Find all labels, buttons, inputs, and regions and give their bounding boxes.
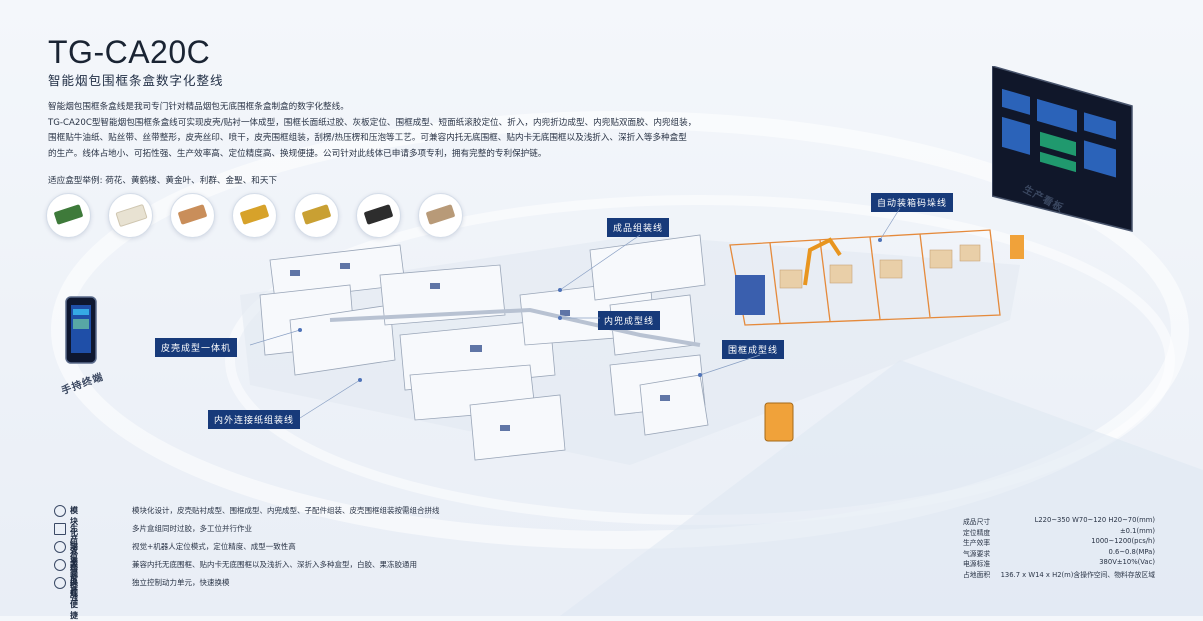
page-subtitle: 智能烟包围框条盒数字化整线 bbox=[48, 73, 224, 88]
description-line: 智能烟包围框条盒线是我司专门针对精品烟包无底围框条盒制盒的数字化整线。 bbox=[48, 102, 349, 112]
spec-value: L220~350 W70~120 H20~70(mm) bbox=[1034, 516, 1155, 524]
feature-name: 模块化组合 bbox=[70, 506, 78, 559]
compatibility-icon bbox=[54, 559, 66, 571]
spec-row: 成品尺寸 L220~350 W70~120 H20~70(mm) bbox=[955, 516, 1155, 527]
spec-value: 380V±10%(Vac) bbox=[1099, 558, 1155, 566]
feature-name: 兼容性强 bbox=[70, 560, 78, 602]
box-sample-thumbnail bbox=[170, 193, 215, 238]
spec-value: 1000~1200(pcs/h) bbox=[1091, 537, 1155, 545]
spec-key: 占地面积 bbox=[963, 570, 991, 579]
spec-row: 定位精度 ±0.1(mm) bbox=[955, 527, 1155, 538]
description: 智能烟包围框条盒线是我司专门针对精品烟包无底围框条盒制盒的数字化整线。 TG-C… bbox=[48, 100, 788, 162]
station-label-inner-pocket-line: 内兜成型线 bbox=[598, 311, 661, 330]
box-sample-thumbnail bbox=[356, 193, 401, 238]
spec-value: 0.6~0.8(MPa) bbox=[1108, 547, 1155, 556]
spec-table: 成品尺寸 L220~350 W70~120 H20~70(mm) 定位精度 ±0.1… bbox=[955, 516, 1155, 579]
station-label-frame-line: 围框成型线 bbox=[722, 340, 785, 359]
spec-key: 生产效率 bbox=[963, 539, 991, 547]
spec-row: 电源标准 380V±10%(Vac) bbox=[955, 558, 1155, 569]
description-line: 的生产。线体占地小、可拓性强、生产效率高、定位精度高、换规便捷。公司针对此线体已… bbox=[48, 148, 547, 159]
spec-value: 136.7 x W14 x H2(m)含操作空间、物料存放区域 bbox=[1000, 570, 1155, 579]
box-sample-thumbnail bbox=[108, 193, 153, 238]
feature-desc: 模块化设计，皮壳贴衬成型、围框成型、内兜成型、子配件组装、皮壳围框组装按需组合拼… bbox=[132, 506, 440, 515]
handheld-terminal bbox=[65, 296, 97, 364]
feature-desc: 兼容内托无底围框、贴内卡无底围框以及浅折入、深折入多种盒型，白胶、果冻胶通用 bbox=[132, 560, 417, 569]
box-sample-thumbnail bbox=[294, 193, 339, 238]
description-line: 围框贴牛油纸、贴丝带、丝带整形，皮壳丝印、喷干，皮壳围框组装，刮楞/热压楞和压泡… bbox=[48, 133, 687, 143]
station-label-finished-line: 成品组装线 bbox=[607, 218, 670, 237]
production-line-illustration bbox=[240, 229, 1024, 465]
feature-name: 定位精度高 bbox=[70, 542, 78, 595]
efficiency-icon bbox=[54, 523, 66, 535]
feature-name: 生产效率高 bbox=[70, 524, 78, 577]
spec-value: ±0.1(mm) bbox=[1119, 526, 1155, 535]
spec-row: 生产效率 1000~1200(pcs/h) bbox=[955, 537, 1155, 548]
dashboard-display bbox=[992, 66, 1133, 232]
station-label-auto-packing: 自动装箱码垛线 bbox=[871, 193, 954, 212]
feature-desc: 多片盒组同时过胶，多工位并行作业 bbox=[132, 524, 252, 533]
precision-icon bbox=[54, 541, 66, 553]
box-sample-thumbnail bbox=[418, 193, 463, 238]
spec-key: 成品尺寸 bbox=[963, 518, 991, 526]
changeover-icon bbox=[54, 577, 66, 589]
spec-row: 气源要求 0.6~0.8(MPa) bbox=[955, 548, 1155, 559]
page-title: TG-CA20C bbox=[48, 34, 211, 70]
feature-desc: 独立控制动力单元，快速换模 bbox=[132, 578, 230, 587]
spec-row: 占地面积 136.7 x W14 x H2(m)含操作空间、物料存放区域 bbox=[955, 569, 1155, 580]
station-label-inner-outer-line: 内外连接纸组装线 bbox=[208, 410, 301, 429]
spec-key: 定位精度 bbox=[963, 528, 991, 537]
box-sample-thumbnail bbox=[46, 193, 91, 238]
box-sample-thumbnail bbox=[232, 193, 277, 238]
feature-name: 换规便捷 bbox=[70, 578, 78, 620]
spec-key: 电源标准 bbox=[963, 560, 991, 568]
spec-key: 气源要求 bbox=[963, 549, 991, 558]
modular-icon bbox=[54, 505, 66, 517]
station-label-shell-forming: 皮壳成型一体机 bbox=[155, 338, 238, 357]
box-types-label: 适应盒型举例: 荷花、黄鹤楼、黄金叶、利群、金聖、和天下 bbox=[48, 176, 278, 186]
description-line: TG-CA20C型智能烟包围框条盒线可实现皮壳/贴衬一体成型，围框长面纸过胶、灰… bbox=[48, 117, 697, 128]
feature-desc: 视觉+机器人定位模式，定位精度、成型一致性高 bbox=[132, 542, 296, 551]
